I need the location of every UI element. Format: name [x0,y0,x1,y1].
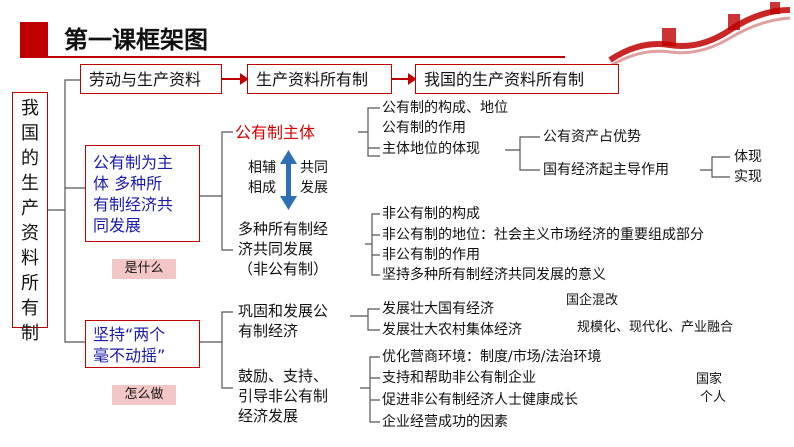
mutual-left-2: 相成 [248,180,276,196]
root-label: 我国的生产资料所有制 [21,98,39,344]
encourage-note-1: 国家 [696,372,723,387]
multi-label-2: 济共同发展 [238,240,314,258]
embody-item-2: 国有经济起主导作用 [543,162,669,178]
public-main-label: 公有制主体 [235,123,316,142]
branch2-line-2: 毫不动摇” [93,346,166,365]
consolidate-note-2: 规模化、现代化、产业融合 [577,320,734,335]
encourage-item-2: 支持和帮助非公有制企业 [382,370,536,386]
encourage-item-1: 优化营商环境：制度/市场/法治环境 [382,349,602,365]
state-item-1: 体现 [734,149,762,165]
branch1-line-3: 有制经济共 [93,195,174,214]
embody-item-1: 公有资产占优势 [543,129,641,145]
what-tag: 是什么 [112,259,176,279]
multi-label-3: （非公有制） [238,260,329,278]
public-item-2: 公有制的作用 [382,120,466,136]
title-accent-block [20,22,48,58]
multi-item-2: 非公有制的地位：社会主义市场经济的重要组成部分 [382,227,704,243]
top-box-3-label: 我国的生产资料所有制 [424,70,585,89]
encourage-item-3: 促进非公有制经济人士健康成长 [382,392,578,408]
encourage-item-4: 企业经营成功的因素 [382,414,508,430]
consolidate-label-2: 有制经济 [238,322,299,340]
public-item-1: 公有制的构成、地位 [382,100,508,116]
public-item-3: 主体地位的体现 [382,141,480,157]
how-tag: 怎么做 [112,385,176,405]
branch2-line-1: 坚持“两个 [93,325,166,344]
title-underline [20,22,565,58]
encourage-note-2: 个人 [700,390,727,405]
top-box-1: 劳动与生产资料 [80,64,222,94]
top-box-2-label: 生产资料所有制 [256,70,369,89]
consolidate-note-1: 国企混改 [566,293,619,308]
multi-item-4: 坚持多种所有制经济共同发展的意义 [382,267,606,283]
mutual-right-2: 发展 [300,180,328,196]
consolidate-item-1: 发展壮大国有经济 [382,301,494,317]
top-box-1-label: 劳动与生产资料 [89,70,202,89]
branch1-line-1: 公有制为主 [93,153,174,172]
branch1-box: 公有制为主 体 多种所 有制经济共 同发展 [85,145,200,242]
multi-label-1: 多种所有制经 [238,220,329,238]
multi-item-3: 非公有制的作用 [382,247,480,263]
mutual-left-1: 相辅 [248,160,276,176]
consolidate-label-1: 巩固和发展公 [238,302,329,320]
branch1-line-4: 同发展 [93,216,142,235]
encourage-label-1: 鼓励、支持、 [238,367,329,385]
root-box [12,92,48,328]
multi-item-1: 非公有制的构成 [382,206,480,222]
great-wall-icon [608,2,791,68]
encourage-label-3: 经济发展 [238,407,299,425]
page-title: 第一课框架图 [64,26,208,54]
encourage-label-2: 引导非公有制 [238,387,329,405]
mutual-right-1: 共同 [300,160,328,176]
state-item-2: 实现 [734,169,762,185]
top-box-3: 我国的生产资料所有制 [415,64,619,94]
branch1-line-2: 体 多种所 [93,174,163,193]
consolidate-item-2: 发展壮大农村集体经济 [382,322,522,338]
top-box-2: 生产资料所有制 [247,64,392,94]
branch2-box: 坚持“两个 毫不动摇” [85,320,200,368]
